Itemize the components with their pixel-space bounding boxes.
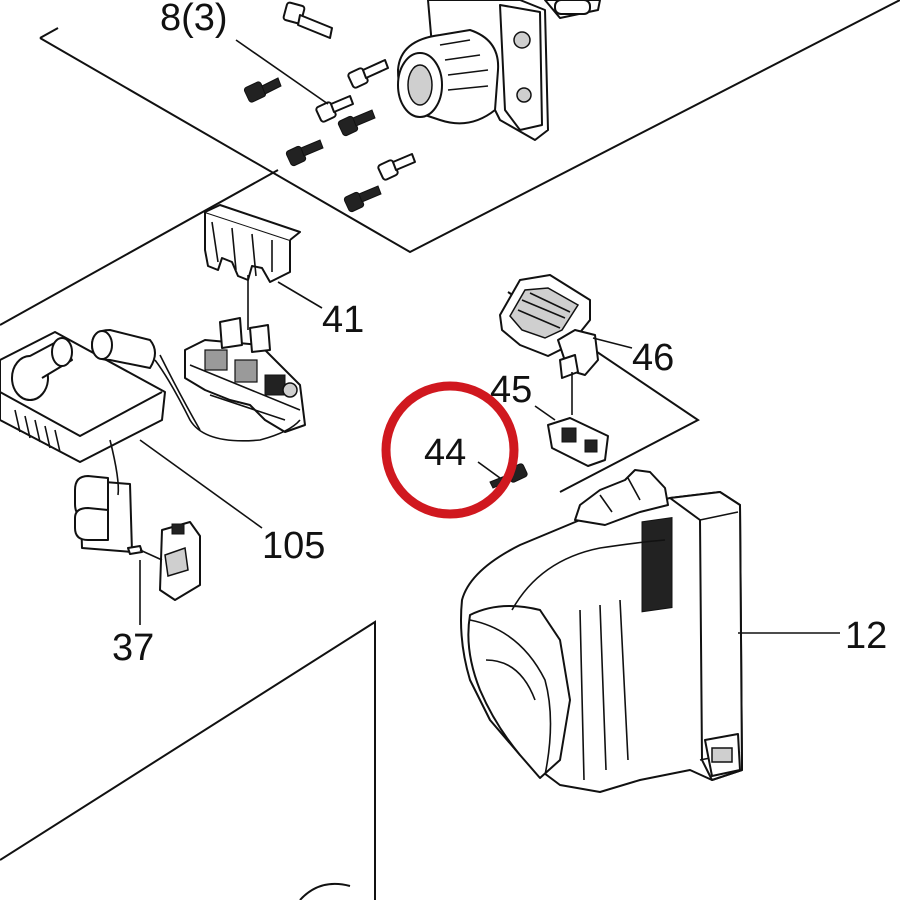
assembly-outline-left xyxy=(0,169,279,326)
callout-8: 8(3) xyxy=(160,0,228,39)
screw-icon xyxy=(315,95,354,123)
part-45-bracket xyxy=(534,405,609,467)
screw-group-8 xyxy=(235,1,416,213)
part-41-brush-holder xyxy=(184,204,306,433)
callout-105: 105 xyxy=(262,525,325,567)
callout-37: 37 xyxy=(112,627,154,669)
part-37-switch xyxy=(127,521,201,625)
callout-44: 44 xyxy=(424,432,466,474)
screw-icon xyxy=(282,1,333,39)
screw-icon xyxy=(285,139,324,167)
callout-41: 41 xyxy=(322,299,364,341)
callout-46: 46 xyxy=(632,337,674,379)
assembly-outline-bottom xyxy=(0,620,376,900)
screw-icon xyxy=(347,59,389,89)
callout-12: 12 xyxy=(845,615,887,657)
part-105-filter-board xyxy=(0,329,301,553)
highlight-circle xyxy=(381,381,519,519)
part-12-housing xyxy=(460,469,840,793)
screw-icon xyxy=(337,109,376,137)
part-46-grip xyxy=(499,274,633,415)
screw-icon xyxy=(343,185,382,213)
leader-lines xyxy=(277,281,323,309)
screw-icon xyxy=(377,153,416,181)
assembly-outline-top xyxy=(39,0,900,254)
screw-icon xyxy=(243,77,282,103)
motor-flange-part xyxy=(397,0,601,141)
